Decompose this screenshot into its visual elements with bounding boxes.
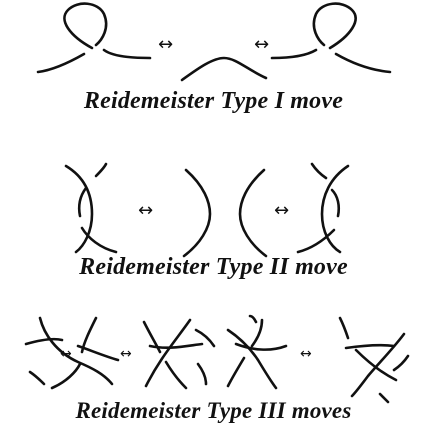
type2-middle-strands <box>182 168 268 258</box>
type1-middle-strand <box>180 56 268 82</box>
type1-right-loop <box>270 2 392 74</box>
type3-move-symbol-mid: ↔ <box>120 346 132 362</box>
type1-caption: Reidemeister Type I move <box>83 88 344 114</box>
type3-move-symbol-right: ↔ <box>300 346 312 362</box>
type2-move-symbol-left: ↔ <box>138 200 154 221</box>
type1-move-symbol-right: ↔ <box>254 34 270 55</box>
type3-diagram-b <box>142 318 216 390</box>
type3-move-symbol-left: ↔ <box>60 346 72 362</box>
type3-diagram-a <box>24 316 120 390</box>
type2-caption: Reidemeister Type II move <box>79 254 348 280</box>
type3-caption: Reidemeister Type III moves <box>75 398 352 423</box>
type3-diagram-c <box>226 314 288 390</box>
type2-left-crossing <box>64 162 118 254</box>
type2-move-symbol-right: ↔ <box>274 200 290 221</box>
type1-move-symbol-left: ↔ <box>158 34 174 55</box>
type1-left-loop <box>36 2 152 74</box>
type2-right-crossing <box>296 162 350 254</box>
type3-diagram-d <box>338 316 410 404</box>
